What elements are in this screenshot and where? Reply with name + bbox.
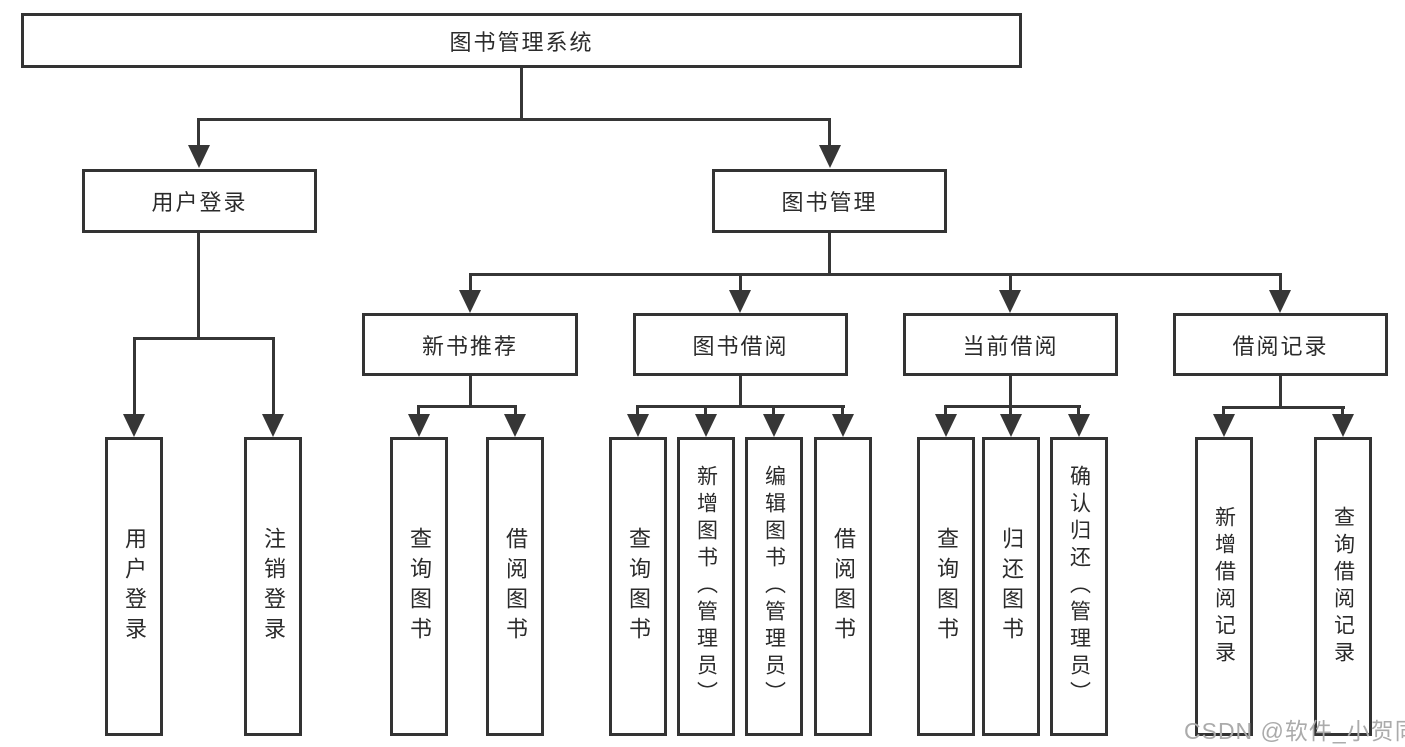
arrow-down-icon <box>935 414 957 437</box>
arrow-down-icon <box>1068 414 1090 437</box>
arrow-down-icon <box>262 414 284 437</box>
arrow-down-icon <box>763 414 785 437</box>
node-bb-query-books-label: 查询图书 <box>626 526 651 647</box>
arrow-down-icon <box>819 145 841 168</box>
node-nb-query-books: 查询图书 <box>390 437 448 736</box>
connector-v <box>1009 275 1012 291</box>
arrow-down-icon <box>1000 414 1022 437</box>
connector-v <box>1222 408 1225 415</box>
connector-h <box>197 118 831 121</box>
node-current-borrow-label: 当前借阅 <box>962 333 1059 359</box>
node-book-management: 图书管理 <box>712 169 947 233</box>
connector-v <box>272 339 275 415</box>
node-bb-borrow-books: 借阅图书 <box>814 437 872 736</box>
node-cb-return-books-label: 归还图书 <box>999 526 1024 647</box>
connector-h <box>636 405 845 408</box>
arrow-down-icon <box>123 414 145 437</box>
connector-v <box>739 376 742 405</box>
arrow-down-icon <box>188 145 210 168</box>
connector-v <box>841 407 844 415</box>
node-cb-query-books: 查询图书 <box>917 437 975 736</box>
connector-v <box>772 407 775 415</box>
connector-v <box>1341 408 1344 415</box>
node-bb-edit-books-admin: 编辑图书（管理员） <box>745 437 803 736</box>
node-br-add-record-label: 新增借阅记录 <box>1212 505 1236 668</box>
connector-h <box>1222 406 1345 409</box>
node-cb-query-books-label: 查询图书 <box>934 526 959 647</box>
node-leaf-logout: 注销登录 <box>244 437 302 736</box>
connector-v <box>197 120 200 146</box>
connector-v <box>514 407 517 415</box>
node-bb-edit-books-admin-label: 编辑图书（管理员） <box>762 465 786 708</box>
node-borrow-records: 借阅记录 <box>1173 313 1388 376</box>
connector-v <box>520 68 523 118</box>
connector-v <box>704 407 707 415</box>
arrow-down-icon <box>832 414 854 437</box>
node-bb-add-books-admin: 新增图书（管理员） <box>677 437 735 736</box>
connector-v <box>1009 376 1012 405</box>
arrow-down-icon <box>1332 414 1354 437</box>
arrow-down-icon <box>695 414 717 437</box>
node-cb-confirm-return-admin: 确认归还（管理员） <box>1050 437 1108 736</box>
node-book-borrow: 图书借阅 <box>633 313 848 376</box>
arrow-down-icon <box>999 290 1021 313</box>
csdn-watermark: CSDN @软件_小贺同学 <box>1184 718 1405 744</box>
arrow-down-icon <box>1213 414 1235 437</box>
node-nb-borrow-books-label: 借阅图书 <box>503 526 528 647</box>
arrow-down-icon <box>1269 290 1291 313</box>
node-nb-query-books-label: 查询图书 <box>407 526 432 647</box>
connector-v <box>1009 407 1012 415</box>
node-book-management-label: 图书管理 <box>781 190 878 215</box>
connector-v <box>739 275 742 291</box>
node-leaf-logout-label: 注销登录 <box>261 526 286 647</box>
node-user-login: 用户登录 <box>82 169 317 233</box>
connector-v <box>944 407 947 415</box>
node-current-borrow: 当前借阅 <box>903 313 1118 376</box>
connector-v <box>828 120 831 146</box>
connector-v <box>1279 275 1282 291</box>
connector-v <box>636 407 639 415</box>
connector-v <box>133 339 136 415</box>
node-br-query-record: 查询借阅记录 <box>1314 437 1372 736</box>
connector-v <box>469 376 472 405</box>
node-root: 图书管理系统 <box>21 13 1022 68</box>
connector-h <box>944 405 1081 408</box>
connector-h <box>469 273 1282 276</box>
node-br-add-record: 新增借阅记录 <box>1195 437 1253 736</box>
node-leaf-user-login: 用户登录 <box>105 437 163 736</box>
connector-v <box>828 233 831 273</box>
node-book-borrow-label: 图书借阅 <box>692 333 789 359</box>
node-leaf-user-login-label: 用户登录 <box>122 526 147 647</box>
node-user-login-label: 用户登录 <box>151 190 248 215</box>
node-new-book-recommend: 新书推荐 <box>362 313 578 376</box>
node-cb-return-books: 归还图书 <box>982 437 1040 736</box>
arrow-down-icon <box>408 414 430 437</box>
node-bb-add-books-admin-label: 新增图书（管理员） <box>694 465 718 708</box>
node-nb-borrow-books: 借阅图书 <box>486 437 544 736</box>
node-bb-borrow-books-label: 借阅图书 <box>831 526 856 647</box>
connector-v <box>197 233 200 337</box>
node-borrow-records-label: 借阅记录 <box>1232 333 1329 359</box>
node-root-label: 图书管理系统 <box>449 29 594 55</box>
node-cb-confirm-return-admin-label: 确认归还（管理员） <box>1067 465 1091 708</box>
arrow-down-icon <box>504 414 526 437</box>
connector-v <box>417 407 420 415</box>
connector-h <box>133 337 275 340</box>
arrow-down-icon <box>729 290 751 313</box>
connector-v <box>1279 376 1282 406</box>
connector-v <box>1077 407 1080 415</box>
node-br-query-record-label: 查询借阅记录 <box>1331 505 1355 668</box>
arrow-down-icon <box>459 290 481 313</box>
node-bb-query-books: 查询图书 <box>609 437 667 736</box>
connector-h <box>417 405 517 408</box>
arrow-down-icon <box>627 414 649 437</box>
node-new-book-recommend-label: 新书推荐 <box>421 333 518 359</box>
connector-v <box>469 275 472 291</box>
